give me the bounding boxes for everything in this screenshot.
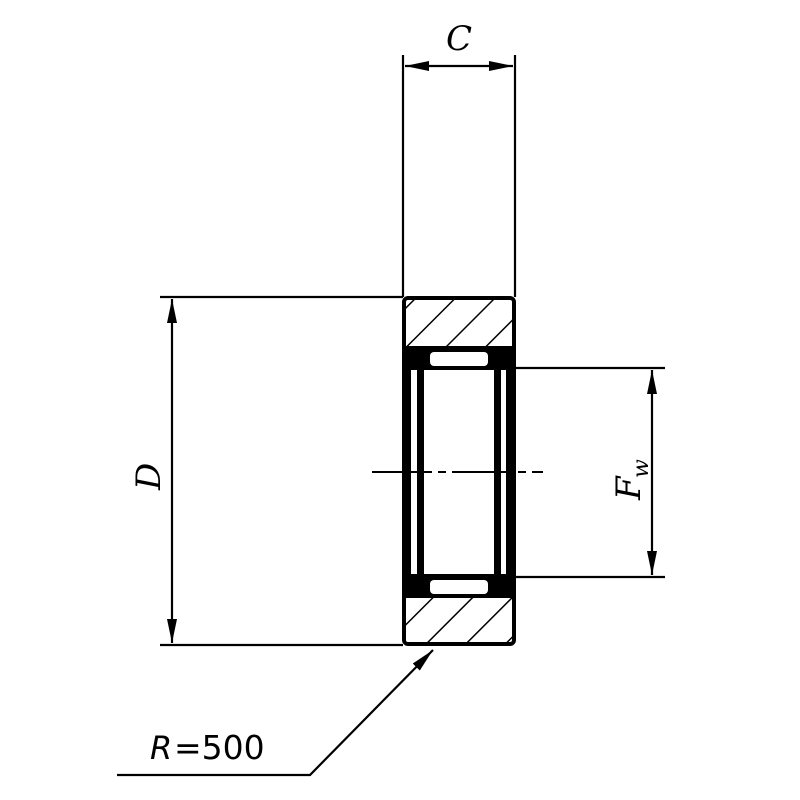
roller-bottom [430,580,488,594]
label-r: R [150,729,172,767]
dimension-c: C [401,19,517,297]
leader-line [117,649,434,777]
radius-callout: R =500 [117,649,434,777]
label-d: D [129,463,169,491]
dimension-d: D [129,295,403,647]
label-c: C [446,19,472,59]
roller-top [430,352,488,366]
label-fw-subscript: w [629,459,654,478]
label-fw: F [609,475,649,501]
label-r-value: =500 [174,728,265,767]
outer-ring-hatch-bottom [405,598,513,643]
dimension-fw: F w [515,366,665,579]
bearing-section [372,296,543,646]
outer-ring-hatch-top [405,299,513,346]
